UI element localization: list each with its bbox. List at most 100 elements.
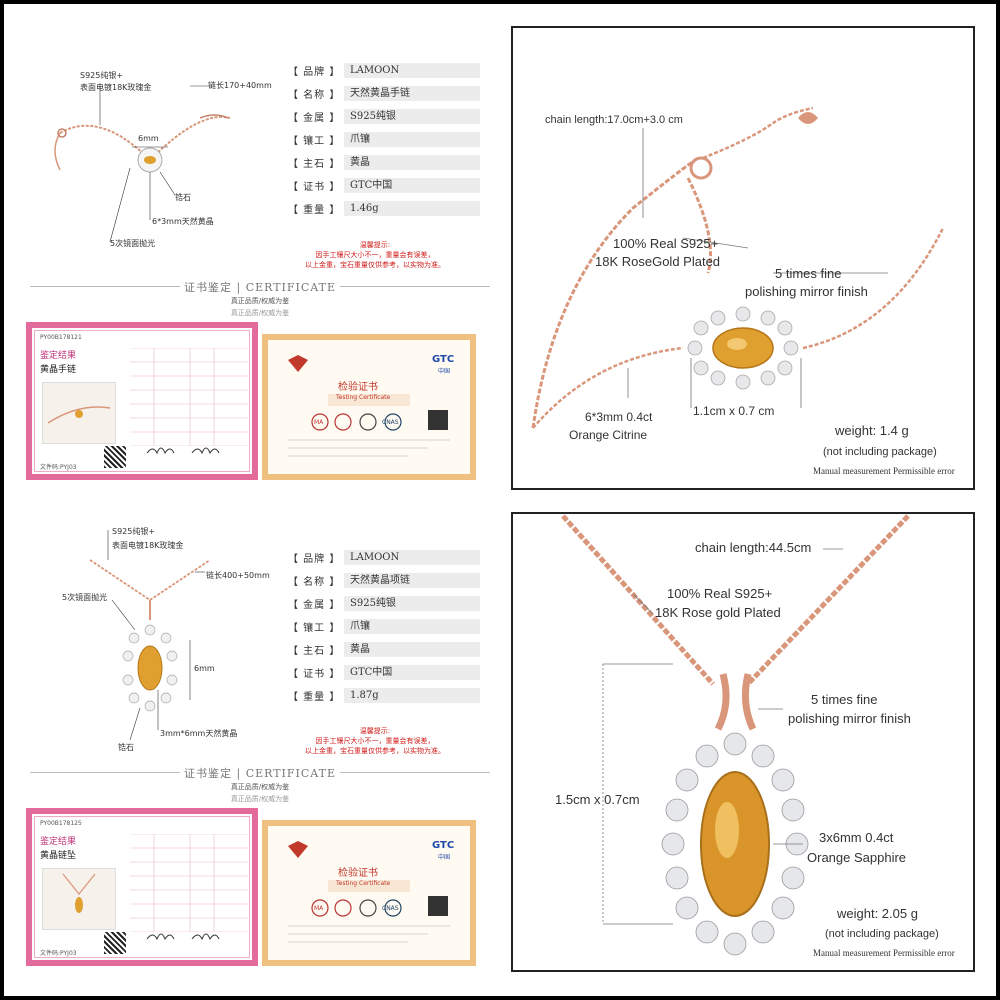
spec-value: 黄晶 (344, 642, 480, 657)
polish-label-line1: 5 times fine (811, 692, 878, 707)
spec-row: 【 品牌 】LAMOON (288, 549, 480, 566)
spec-value: S925纯银 (344, 596, 480, 611)
cert-table (130, 348, 248, 446)
bracelet-illustration (531, 106, 945, 429)
spec-value: LAMOON (344, 63, 480, 78)
cert-heading-en: CERTIFICATE (245, 767, 337, 780)
spec-value: 爪镶 (344, 619, 480, 634)
divider (30, 772, 180, 773)
spec-value: LAMOON (344, 550, 480, 565)
callout-zircon: 锆石 (175, 193, 191, 202)
spec-key: 【 镶工 】 (288, 136, 341, 147)
spec-key: 【 主石 】 (288, 646, 341, 657)
divider (340, 772, 490, 773)
spec-key: 【 名称 】 (288, 577, 341, 588)
callout-width: 6mm (138, 134, 159, 143)
spec-row: 【 名称 】天然黄晶项链 (288, 572, 480, 589)
polish-label-line1: 5 times fine (775, 266, 842, 281)
package-note: (not including package) (823, 446, 937, 458)
spec-key: 【 重量 】 (288, 205, 341, 216)
size-label: 1.5cm x 0.7cm (555, 792, 640, 807)
spec-value: 1.87g (344, 688, 480, 703)
pink-certificate: PY00B178121 鉴定结果 黄晶手链 文件码:PYJ03 (26, 322, 258, 480)
notice: 温馨提示: 因手工镶尺大小不一，重量会有误差， 以上金重，宝石重量仅供参考，以实… (290, 240, 460, 270)
qr-code (104, 932, 126, 954)
weight-label: weight: 1.4 g (835, 423, 909, 438)
spec-key: 【 金属 】 (288, 600, 341, 611)
callout-chain-length: 链长170+40mm (208, 81, 272, 90)
cert-sub: 真正品质/权威为鉴 (230, 309, 290, 317)
gtc-certificate: GTC 中国 检验证书 Testing Certificate MA CNAS (262, 334, 476, 480)
stone-label-line2: Orange Sapphire (807, 850, 907, 865)
spec-row: 【 重量 】1.46g (288, 200, 480, 217)
necklace-product-frame: chain length:44.5cm 100% Real S925+ 18K … (511, 512, 975, 972)
cert-file: 文件码:PYJ03 (40, 950, 77, 957)
notice: 温馨提示: 因手工镶尺大小不一，重量会有误差， 以上金重，宝石重量仅供参考，以实… (290, 726, 460, 756)
gtc-title: 检验证书 (338, 868, 378, 879)
pink-certificate: PY00B178125 鉴定结果 黄晶链坠 文件码:PYJ03 (26, 808, 258, 966)
cert-result-title: 鉴定结果 (40, 837, 77, 847)
callout-plating: 表面电镀18K玫瑰金 (112, 541, 184, 550)
divider (30, 286, 180, 287)
gtc-title: 检验证书 (338, 382, 378, 393)
cert-heading: 证书鉴定 | CERTIFICATE (183, 767, 337, 780)
spec-row: 【 重量 】1.87g (288, 687, 480, 704)
gtc-logo-sub: 中国 (438, 854, 451, 861)
spec-value: 天然黄晶项链 (344, 573, 480, 588)
error-note: Manual measurement Permissible error (813, 948, 955, 958)
spec-row: 【 主石 】黄晶 (288, 641, 480, 658)
badge-ma: MA (314, 905, 324, 912)
badge-cnas: CNAS (382, 419, 399, 426)
spec-value: GTC中国 (344, 178, 480, 193)
cert-result-title: 鉴定结果 (40, 351, 77, 361)
spec-row: 【 证书 】GTC中国 (288, 664, 480, 681)
callout-citrine: 3mm*6mm天然黄晶 (160, 729, 238, 738)
spec-value: 1.46g (344, 201, 480, 216)
gtc-certificate: GTC 中国 检验证书 Testing Certificate MA CNAS (262, 820, 476, 966)
signature (146, 447, 220, 455)
weight-label: weight: 2.05 g (837, 906, 918, 921)
stone-label-line1: 3x6mm 0.4ct (819, 830, 894, 845)
spec-value: 黄晶 (344, 155, 480, 170)
spec-key: 【 主石 】 (288, 159, 341, 170)
spec-key: 【 镶工 】 (288, 623, 341, 634)
callout-citrine: 6*3mm天然黄晶 (152, 217, 214, 226)
spec-key: 【 重量 】 (288, 692, 341, 703)
cert-number: PY00B178121 (40, 334, 82, 341)
bracelet-product-frame: chain length:17.0cm+3.0 cm 100% Real S92… (511, 26, 975, 490)
metal-label-line2: 18K Rose gold Plated (655, 605, 781, 620)
divider (340, 286, 490, 287)
callout-plating: 表面电镀18K玫瑰金 (80, 83, 152, 92)
callout-height: 6mm (194, 664, 215, 673)
spec-row: 【 主石 】黄晶 (288, 154, 480, 171)
callout-s925: S925纯银+ (112, 527, 156, 536)
cert-file: 文件码:PYJ03 (40, 464, 77, 471)
cert-border (34, 816, 250, 958)
qr-code (104, 446, 126, 468)
cert-sub: 真正品质/权威为鉴 (230, 795, 290, 803)
callout-s925: S925纯银+ (80, 71, 124, 80)
cert-heading-cn: 证书鉴定 (183, 767, 232, 780)
notice-line: 因手工镶尺大小不一，重量会有误差， (315, 251, 435, 259)
gtc-logo: GTC (432, 354, 455, 365)
notice-title: 温馨提示: (359, 727, 391, 735)
spec-row: 【 品牌 】LAMOON (288, 62, 480, 79)
cert-number: PY00B178125 (40, 820, 82, 827)
cert-sub: 真正品质/权威为鉴 (230, 783, 290, 791)
cert-item: 黄晶链坠 (40, 851, 77, 861)
polish-label-line2: polishing mirror finish (745, 284, 868, 299)
size-label: 1.1cm x 0.7 cm (693, 404, 775, 418)
badge-ma: MA (314, 419, 324, 426)
package-note: (not including package) (825, 928, 939, 940)
spec-key: 【 品牌 】 (288, 554, 341, 565)
spec-row: 【 金属 】S925纯银 (288, 595, 480, 612)
spec-key: 【 证书 】 (288, 182, 341, 193)
callout-chain-length: 链长400+50mm (206, 571, 270, 580)
notice-line: 因手工镶尺大小不一，重量会有误差， (315, 737, 435, 745)
error-note: Manual measurement Permissible error (813, 466, 955, 476)
gtc-subtitle: Testing Certificate (336, 394, 391, 401)
notice-title: 温馨提示: (359, 241, 391, 249)
spec-key: 【 金属 】 (288, 113, 341, 124)
